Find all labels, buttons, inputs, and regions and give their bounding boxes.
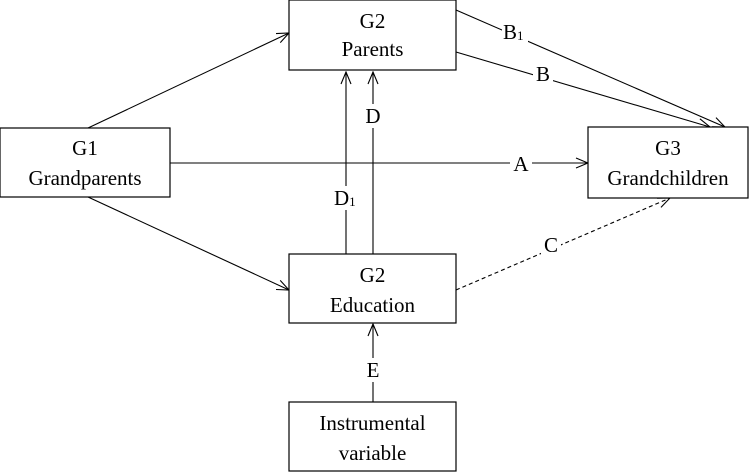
edge-b [455, 51, 710, 127]
node-g2-parents-line2: Parents [342, 37, 404, 61]
node-g2-parents-line1: G2 [360, 9, 386, 33]
edge-label-e: E [367, 358, 380, 382]
node-instrumental-variable: Instrumental variable [288, 401, 457, 472]
node-g3-line2: Grandchildren [607, 166, 729, 190]
edge-label-d1: D1 [334, 186, 356, 210]
node-g1-grandparents: G1 Grandparents [0, 127, 171, 198]
node-g2-education-line1: G2 [360, 263, 386, 287]
edge-label-c: C [544, 233, 558, 257]
node-instrumental-line1: Instrumental [319, 411, 425, 435]
node-instrumental-line2: variable [339, 441, 407, 465]
edge-g1-to-parents [87, 33, 289, 129]
node-g2-parents: G2 Parents [288, 0, 457, 71]
edge-g1-to-education [87, 196, 289, 290]
node-g2-education-line2: Education [330, 293, 416, 317]
node-g1-line1: G1 [72, 136, 98, 160]
edge-labels: A B1 B C D D1 E [332, 20, 561, 382]
node-g1-line2: Grandparents [28, 166, 141, 190]
edge-label-b: B [536, 62, 550, 86]
node-g3-line1: G3 [655, 136, 681, 160]
edge-label-b1: B1 [503, 20, 524, 44]
edge-label-a: A [513, 152, 529, 176]
edge-label-d: D [365, 104, 380, 128]
node-g3-grandchildren: G3 Grandchildren [587, 126, 749, 199]
edge-c [455, 198, 670, 291]
edge-b1 [455, 9, 725, 127]
node-g2-education: G2 Education [288, 253, 457, 324]
edges [87, 9, 725, 402]
